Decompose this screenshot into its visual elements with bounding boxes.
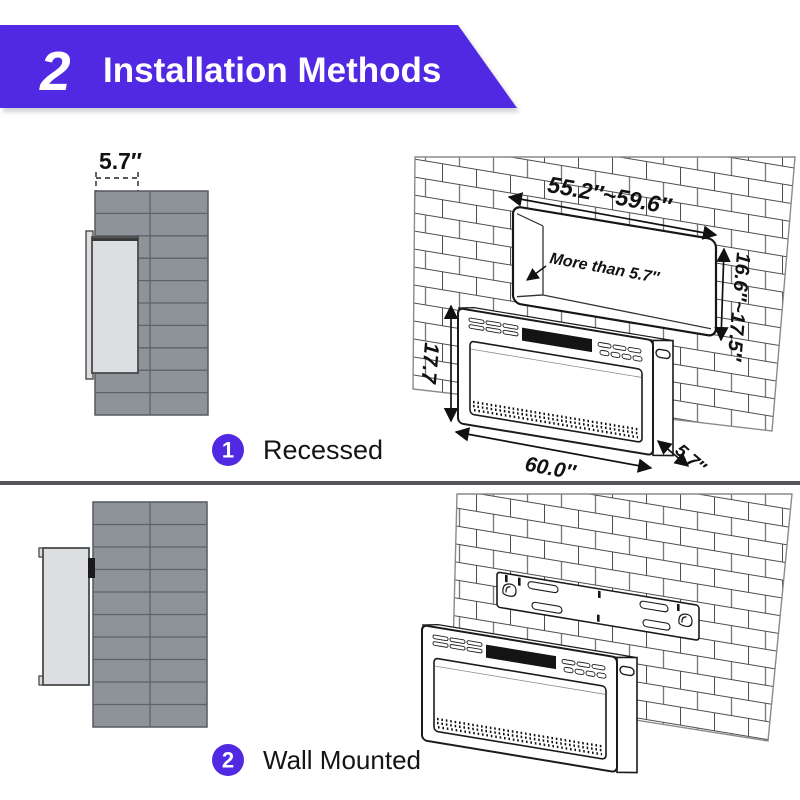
- wall-mounted-section: 2 Wall Mounted: [38, 493, 793, 777]
- dim-unit-depth: 5.7″: [671, 440, 711, 478]
- page-title: Installation Methods: [103, 51, 441, 90]
- recessed-perspective: 55.2″~59.6″ More than 5.7″ 16.6″~17.5″ 1…: [412, 156, 796, 485]
- dim-arrow-opening-width: [507, 192, 718, 240]
- dim-unit-height: 17.7: [416, 342, 443, 386]
- wall-mounted-label: Wall Mounted: [263, 745, 421, 775]
- wall-mounted-perspective: [420, 493, 793, 777]
- recessed-cross-section: 5.7″: [85, 148, 209, 416]
- recessed-label: Recessed: [263, 435, 383, 465]
- dim-arrow-opening-height: [714, 247, 731, 342]
- recessed-section: 5.7″ 55.2″~59.6″: [85, 148, 796, 485]
- wall-mounted-cross-section: [38, 501, 208, 728]
- dim-arrow-unit-width: [454, 427, 653, 473]
- dim-wall-depth: 5.7″: [99, 148, 142, 174]
- bracket-screw-slots: [505, 574, 680, 622]
- header-banner: 2 Installation Methods: [0, 25, 520, 112]
- wall-mounted-label-row: 2 Wall Mounted: [212, 744, 421, 776]
- section-divider: [0, 481, 800, 485]
- recessed-label-row: 1 Recessed: [212, 434, 383, 466]
- badge-2: [212, 744, 244, 776]
- bracket-hook-left: [502, 583, 517, 597]
- mounting-bracket-side: [88, 558, 95, 578]
- badge-1: [212, 434, 244, 466]
- dim-arrow-unit-depth: [656, 440, 690, 467]
- depth-note-arrow: [525, 265, 547, 281]
- mounting-bracket: [496, 571, 700, 641]
- step-number: 2: [39, 40, 71, 102]
- wall-grid-lines: [93, 502, 207, 727]
- badge-2-number: 2: [222, 748, 234, 773]
- banner-ribbon: [0, 25, 517, 108]
- bracket-hook-right: [678, 613, 693, 628]
- mounted-unit-side-view: [42, 547, 90, 686]
- badge-1-number: 1: [222, 438, 234, 463]
- recessed-unit-side-view: [91, 236, 139, 374]
- dim-unit-width: 60.0″: [523, 453, 578, 485]
